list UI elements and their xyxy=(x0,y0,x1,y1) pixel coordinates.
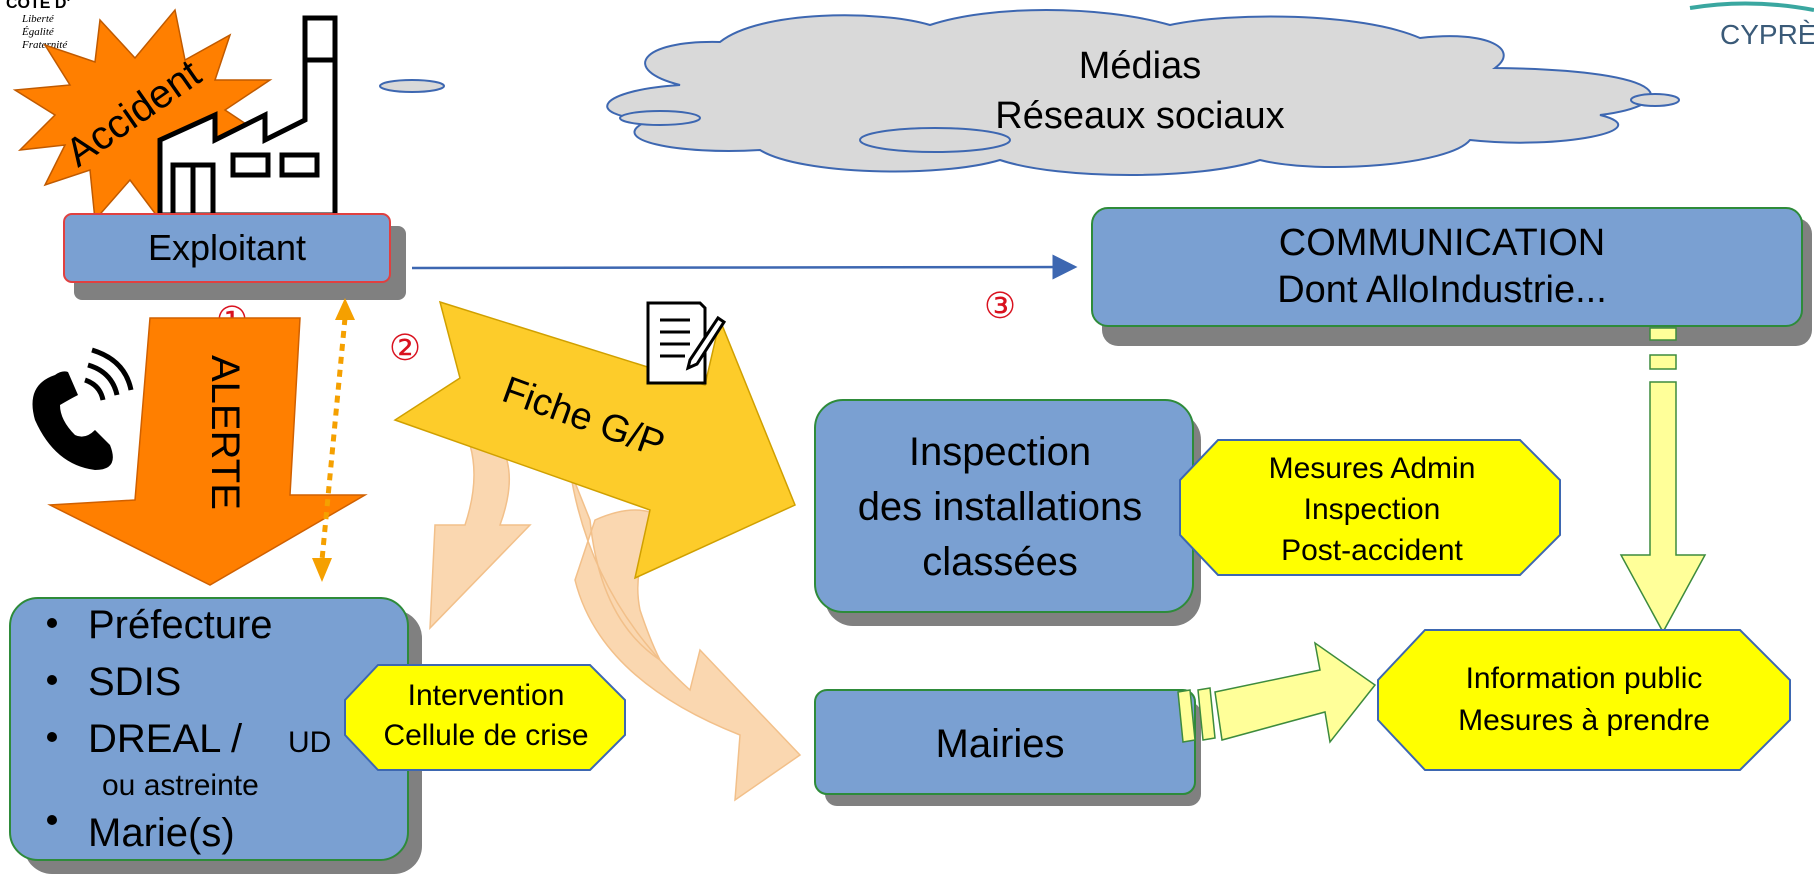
logo-left-title: COTE D' xyxy=(6,0,70,12)
mesures-admin-line-3: Post-accident xyxy=(1281,534,1463,567)
information-public-line-2: Mesures à prendre xyxy=(1458,704,1710,737)
communication-line-1: COMMUNICATION xyxy=(1279,222,1606,264)
factory-icon xyxy=(157,15,338,218)
inspection-line-2: des installations xyxy=(858,485,1143,529)
communication-arrow xyxy=(411,254,1078,280)
information-public-line-1: Information public xyxy=(1466,662,1703,695)
prefecture-item-4: Marie(s) xyxy=(88,811,235,855)
intervention-line-2: Cellule de crise xyxy=(383,719,588,752)
mesures-admin-line-2: Inspection xyxy=(1304,493,1441,526)
mesures-admin-badge: Mesures Admin Inspection Post-accident xyxy=(1179,439,1561,576)
communication-line-2: Dont AlloIndustrie... xyxy=(1277,269,1607,311)
mairies-label: Mairies xyxy=(936,722,1065,766)
communication-to-public-arrow xyxy=(1619,327,1707,634)
logo-right: CYPRÈ xyxy=(1689,1,1814,50)
prefecture-item-2: SDIS xyxy=(88,660,181,704)
logo-motto-2: Égalité xyxy=(21,26,55,38)
prefecture-ud: UD xyxy=(288,726,331,759)
step-2-number: ② xyxy=(389,327,421,368)
logo-right-text: CYPRÈ xyxy=(1720,19,1814,50)
logo-left: COTE D' Liberté Égalité Fraternité xyxy=(6,0,70,51)
exploitant-label: Exploitant xyxy=(148,227,306,268)
fiche-arrow: Fiche G/P xyxy=(393,300,796,580)
prefecture-item-3: DREAL / xyxy=(88,717,243,761)
prefecture-box: Préfecture SDIS DREAL / UD ou astreinte … xyxy=(9,597,422,874)
inspection-box: Inspection des installations classées xyxy=(814,399,1201,626)
phone-icon xyxy=(32,347,134,470)
prefecture-astreinte: ou astreinte xyxy=(102,769,259,802)
medias-line-1: Médias xyxy=(1079,45,1202,87)
peach-curved-arrows xyxy=(429,439,802,802)
exploitant-box: Exploitant xyxy=(63,213,406,300)
prefecture-item-1: Préfecture xyxy=(88,603,273,647)
medias-line-2: Réseaux sociaux xyxy=(995,95,1284,137)
information-public-badge: Information public Mesures à prendre xyxy=(1377,629,1791,771)
mairies-box: Mairies xyxy=(814,689,1201,806)
intervention-badge: Intervention Cellule de crise xyxy=(344,664,626,771)
dotted-bidirectional-arrow xyxy=(312,298,355,582)
logo-motto-1: Liberté xyxy=(21,13,55,25)
step-3-number: ③ xyxy=(984,285,1016,326)
media-cloud: Médias Réseaux sociaux xyxy=(379,9,1680,176)
mairies-to-public-arrow xyxy=(1177,641,1377,744)
alerte-label: ALERTE xyxy=(203,355,247,510)
document-icon xyxy=(646,301,727,385)
mesures-admin-line-1: Mesures Admin xyxy=(1269,452,1476,485)
alerte-arrow: ALERTE xyxy=(47,317,368,586)
communication-box: COMMUNICATION Dont AlloIndustrie... xyxy=(1091,207,1812,346)
intervention-line-1: Intervention xyxy=(408,679,565,712)
inspection-line-3: classées xyxy=(922,540,1078,584)
inspection-line-1: Inspection xyxy=(909,430,1091,474)
